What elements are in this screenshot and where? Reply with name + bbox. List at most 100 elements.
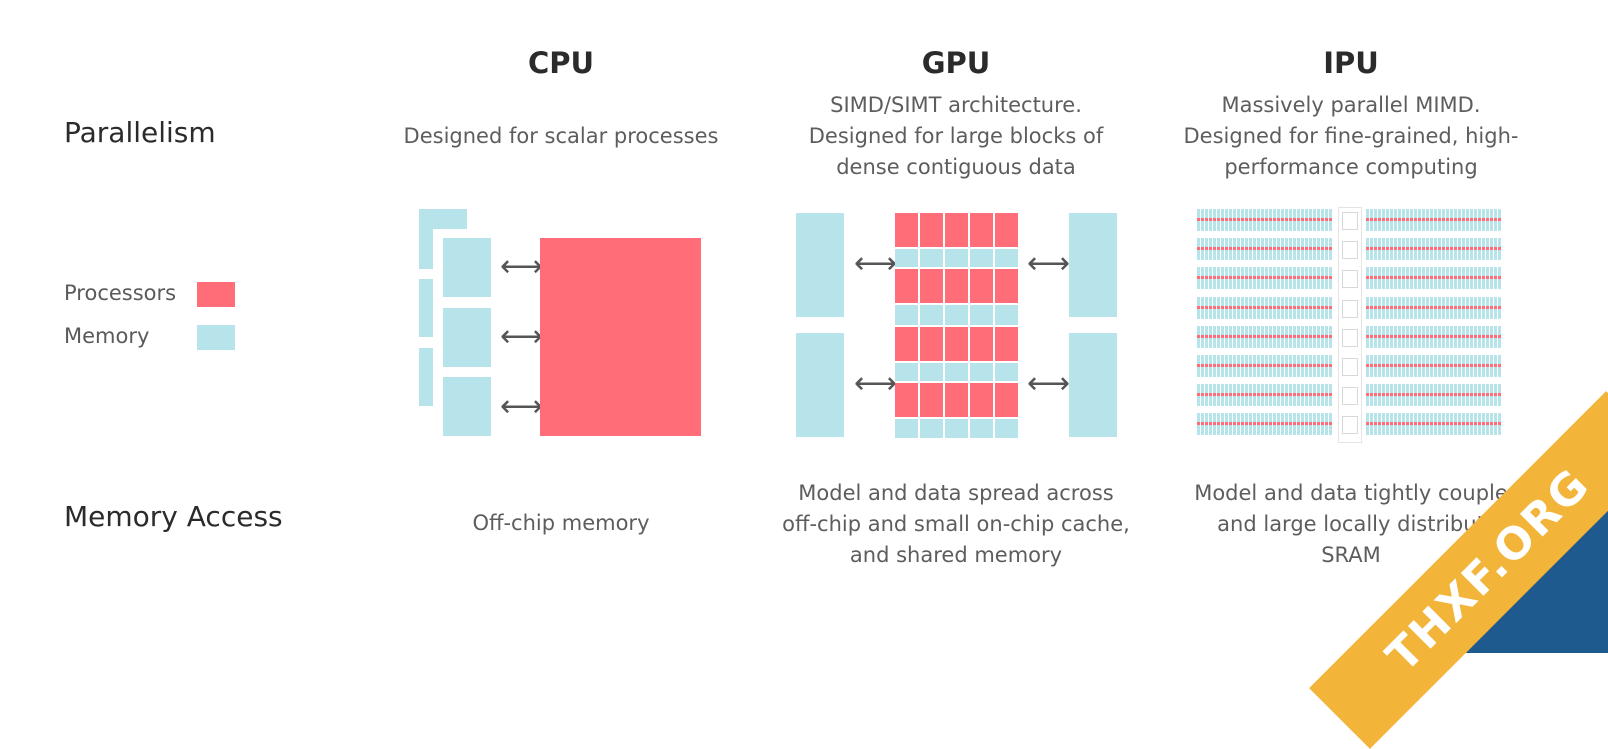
cpu-cache-block <box>443 238 491 297</box>
row-label-parallelism: Parallelism <box>64 116 216 149</box>
gpu-core-cell <box>895 327 918 361</box>
ipu-exchange-node <box>1342 416 1358 434</box>
ipu-tile-row <box>1197 384 1333 406</box>
gpu-core-cell <box>970 383 993 417</box>
ipu-processor-line <box>1197 276 1333 279</box>
cpu-memory-access-description: Off-chip memory <box>472 511 650 535</box>
cpu-cache-block <box>443 308 491 367</box>
gpu-shared-memory-cell <box>895 363 918 381</box>
gpu-shared-memory-cell <box>895 249 918 267</box>
ipu-tile-row <box>1366 209 1502 231</box>
gpu-shared-memory-cell <box>970 249 993 267</box>
gpu-shared-memory-cell <box>995 419 1018 438</box>
cpu-cache-block <box>443 377 491 436</box>
gpu-shared-memory-cell <box>945 419 968 438</box>
gpu-shared-memory-cell <box>970 305 993 325</box>
ipu-processor-line <box>1197 335 1333 338</box>
cpu-memory-block <box>419 209 433 269</box>
gpu-shared-memory-cell <box>895 305 918 325</box>
gpu-shared-memory-cell <box>945 305 968 325</box>
ipu-exchange-node <box>1342 329 1358 347</box>
ipu-processor-line <box>1366 247 1502 250</box>
legend-swatch-processors <box>197 282 235 307</box>
gpu-core-cell <box>945 327 968 361</box>
cpu-processor-block <box>540 238 701 436</box>
gpu-shared-memory-cell <box>995 363 1018 381</box>
gpu-core-cell <box>895 269 918 303</box>
bidirectional-arrow-icon: ⟷ <box>500 389 544 424</box>
gpu-core-cell <box>895 213 918 247</box>
ipu-tile-array-right <box>1366 209 1502 442</box>
gpu-shared-memory-cell <box>920 249 943 267</box>
gpu-memory-block <box>796 333 844 437</box>
gpu-core-cell <box>895 383 918 417</box>
ipu-tile-row <box>1197 267 1333 289</box>
ipu-processor-line <box>1366 364 1502 367</box>
ipu-processor-line <box>1366 276 1502 279</box>
gpu-core-cell <box>995 327 1018 361</box>
ipu-exchange-node <box>1342 212 1358 230</box>
ipu-processor-line <box>1197 422 1333 425</box>
ipu-processor-line <box>1197 364 1333 367</box>
bidirectional-arrow-icon: ⟷ <box>500 249 544 284</box>
column-title-ipu: IPU <box>1323 46 1379 80</box>
ipu-tile-row <box>1366 267 1502 289</box>
gpu-core-cell <box>995 213 1018 247</box>
ipu-tile-row <box>1197 355 1333 377</box>
ipu-processor-line <box>1366 393 1502 396</box>
gpu-shared-memory-cell <box>995 305 1018 325</box>
ipu-tile-row <box>1366 326 1502 348</box>
legend-swatch-memory <box>197 325 235 350</box>
gpu-memory-block <box>1069 333 1117 437</box>
gpu-core-cell <box>945 213 968 247</box>
gpu-memory-block <box>796 213 844 317</box>
ipu-tile-row <box>1197 209 1333 231</box>
ipu-parallelism-description: Massively parallel MIMD. Designed for fi… <box>1183 93 1519 179</box>
legend-label-memory: Memory <box>64 324 150 348</box>
gpu-core-cell <box>945 269 968 303</box>
ipu-processor-line <box>1197 247 1333 250</box>
gpu-core-cell <box>920 213 943 247</box>
ipu-exchange-spine <box>1338 207 1362 443</box>
ipu-tile-row <box>1197 413 1333 435</box>
column-title-cpu: CPU <box>527 46 595 80</box>
gpu-core-cell <box>970 213 993 247</box>
gpu-core-grid <box>895 213 1019 438</box>
ipu-exchange-node <box>1342 300 1358 318</box>
bidirectional-arrow-icon: ⟷ <box>854 366 898 401</box>
column-title-gpu: GPU <box>921 46 991 80</box>
gpu-parallelism-description: SIMD/SIMT architecture. Designed for lar… <box>808 93 1104 179</box>
gpu-core-cell <box>920 383 943 417</box>
ipu-exchange-node <box>1342 358 1358 376</box>
row-label-memory-access: Memory Access <box>64 500 283 533</box>
gpu-shared-memory-cell <box>970 363 993 381</box>
bidirectional-arrow-icon: ⟷ <box>1027 366 1071 401</box>
ipu-tile-row <box>1366 297 1502 319</box>
gpu-core-cell <box>995 269 1018 303</box>
gpu-shared-memory-cell <box>945 363 968 381</box>
gpu-core-cell <box>970 327 993 361</box>
ipu-tile-row <box>1366 355 1502 377</box>
cpu-parallelism-description: Designed for scalar processes <box>403 124 719 148</box>
gpu-core-cell <box>920 269 943 303</box>
gpu-shared-memory-cell <box>995 249 1018 267</box>
gpu-core-cell <box>920 327 943 361</box>
ipu-processor-line <box>1197 306 1333 309</box>
ipu-tile-row <box>1197 297 1333 319</box>
legend-label-processors: Processors <box>64 281 177 305</box>
ipu-processor-line <box>1197 393 1333 396</box>
ipu-processor-line <box>1197 218 1333 221</box>
ipu-processor-line <box>1366 218 1502 221</box>
bidirectional-arrow-icon: ⟷ <box>1027 246 1071 281</box>
bidirectional-arrow-icon: ⟷ <box>500 319 544 354</box>
gpu-shared-memory-cell <box>945 249 968 267</box>
gpu-shared-memory-cell <box>920 419 943 438</box>
cpu-memory-block <box>419 348 433 406</box>
gpu-shared-memory-cell <box>895 419 918 438</box>
cpu-memory-block <box>419 279 433 337</box>
gpu-memory-access-description: Model and data spread across off-chip an… <box>782 481 1130 567</box>
ipu-exchange-node <box>1342 387 1358 405</box>
ipu-tile-row <box>1366 384 1502 406</box>
ipu-processor-line <box>1366 306 1502 309</box>
gpu-core-cell <box>995 383 1018 417</box>
